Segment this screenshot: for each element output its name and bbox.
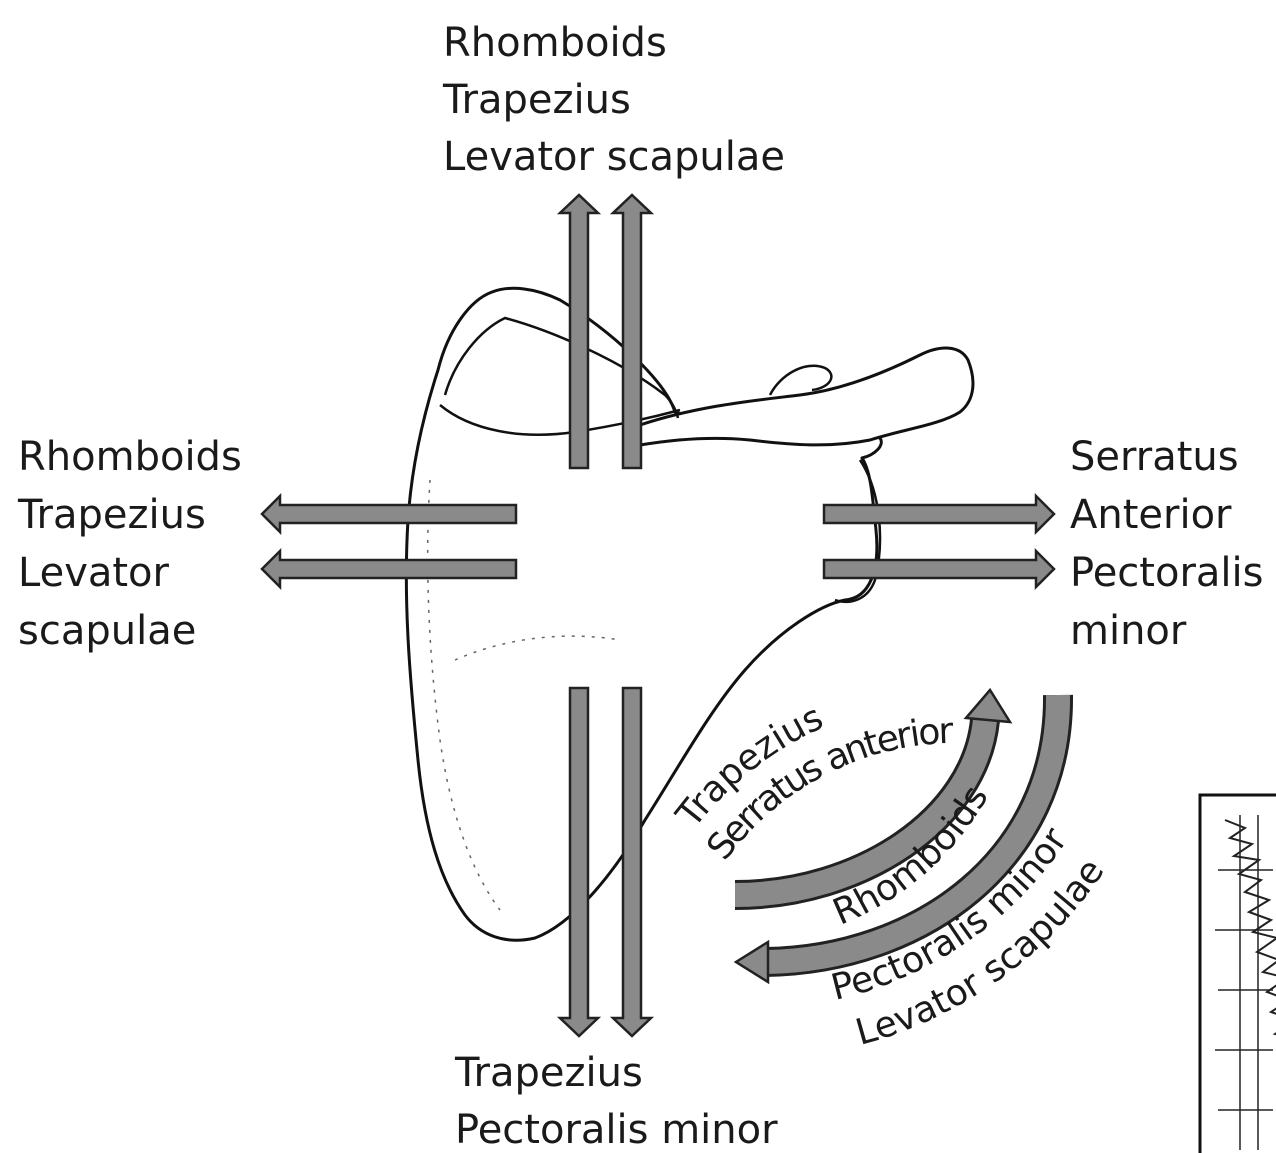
left-label-4: scapulae [18,608,196,654]
bottom-label-2: Pectoralis minor [455,1107,778,1153]
right-label-group: Serratus Anterior Pectoralis minor [1070,434,1263,654]
top-label-1: Rhomboids [443,20,667,66]
spine-inset-thumbnail [1200,795,1276,1153]
downward-rotation-arrowhead [736,942,768,982]
scapula-outline [406,288,881,940]
top-label-2: Trapezius [442,77,631,123]
top-label-group: Rhomboids Trapezius Levator scapulae [442,20,785,180]
acromion [640,348,973,445]
bottom-label-group: Trapezius Pectoralis minor [454,1050,778,1153]
left-label-3: Levator [18,550,170,596]
upward-rotation-arrowhead [966,690,1010,722]
right-label-1: Serratus [1070,434,1239,480]
left-label-2: Trapezius [17,492,206,538]
left-label-1: Rhomboids [18,434,242,480]
right-label-2: Anterior [1070,492,1232,538]
left-label-group: Rhomboids Trapezius Levator scapulae [17,434,242,654]
top-label-3: Levator scapulae [443,134,785,180]
right-label-4: minor [1070,608,1187,654]
bottom-label-1: Trapezius [454,1050,643,1096]
right-label-3: Pectoralis [1070,550,1263,596]
